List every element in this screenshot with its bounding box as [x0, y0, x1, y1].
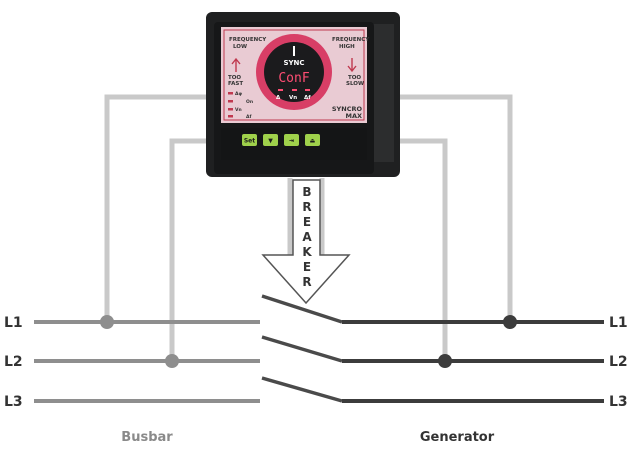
junction-dot	[503, 315, 517, 329]
enter-icon: ⏏	[310, 138, 316, 145]
line-labels-right: L1 L2 L3	[609, 315, 628, 410]
synchronizer-device: FREQUENCY LOW FREQUENCY HIGH TOO FAST TO…	[206, 12, 400, 177]
breaker-contact-l2	[261, 335, 343, 363]
connector-generator-l1	[395, 94, 513, 322]
screen-frame	[223, 29, 365, 121]
busbar-wires	[34, 320, 260, 403]
connector-wires	[104, 94, 513, 361]
indicator-led	[292, 89, 297, 91]
arrow-down-icon	[231, 57, 241, 72]
sync-dial	[264, 42, 324, 102]
frequency-low-label: FREQUENCY	[229, 37, 267, 43]
generator-wires	[342, 320, 604, 403]
indicator-led	[278, 89, 283, 91]
readout-vn: Vn	[289, 95, 297, 101]
breaker-label: B R E A K E R	[302, 185, 312, 289]
readout-delta: Δ	[276, 95, 281, 101]
line-label-right-l1: L1	[609, 315, 628, 331]
brand-model: MAX	[345, 112, 362, 120]
connector-busbar-l2	[169, 138, 210, 361]
frequency-low-sub: LOW	[233, 44, 247, 50]
small-label: Δf	[246, 114, 251, 120]
display-indicators	[278, 89, 310, 91]
down-button[interactable]	[263, 134, 278, 146]
sync-label: SYNC	[283, 59, 304, 67]
junction-dot	[100, 315, 114, 329]
status-led	[228, 92, 233, 95]
breaker-letter: A	[302, 230, 312, 244]
generator-label: Generator	[420, 430, 495, 445]
breaker-contact-l1	[261, 294, 343, 324]
junction-dot	[165, 354, 179, 368]
shift-button[interactable]	[284, 134, 299, 146]
status-led	[228, 115, 233, 118]
breaker-letter: E	[303, 260, 311, 274]
breaker-contact-l3	[261, 376, 343, 403]
line-label-left-l2: L2	[4, 354, 23, 370]
frequency-high-label: FREQUENCY	[332, 37, 370, 43]
connector-busbar-l1	[104, 94, 210, 322]
status-leds	[228, 92, 233, 118]
device-side	[372, 24, 394, 162]
set-button-label: Set	[244, 138, 255, 145]
too-fast-label: TOO	[228, 75, 241, 81]
line-label-right-l2: L2	[609, 354, 628, 370]
keypad-buttons: Set ▼ ⇥ ⏏	[242, 134, 320, 146]
too-fast-sub: FAST	[228, 81, 243, 87]
line-labels-left: L1 L2 L3	[4, 315, 23, 410]
too-slow-sub: SLOW	[346, 81, 364, 87]
enter-button[interactable]	[305, 134, 320, 146]
line-label-right-l3: L3	[609, 394, 628, 410]
status-led	[228, 100, 233, 103]
brand-name: SYNCRO	[332, 105, 363, 113]
junctions	[100, 315, 517, 368]
readout-delta-f: Δf	[304, 95, 311, 101]
small-label: Vn	[235, 107, 242, 113]
breaker-letter: R	[302, 200, 311, 214]
down-arrow-icon: ▼	[268, 138, 273, 145]
line-label-left-l1: L1	[4, 315, 23, 331]
breaker-letter: B	[302, 185, 311, 199]
shift-arrow-icon: ⇥	[289, 138, 294, 145]
indicator-led	[305, 89, 310, 91]
frequency-high-sub: HIGH	[339, 44, 355, 50]
breaker-letter: E	[303, 215, 311, 229]
set-button[interactable]	[242, 134, 257, 146]
line-label-left-l3: L3	[4, 394, 23, 410]
breaker-contacts	[261, 294, 343, 403]
seven-segment-display: ConF	[278, 71, 309, 86]
busbar-label: Busbar	[121, 430, 173, 445]
junction-dot	[438, 354, 452, 368]
breaker-arrow	[261, 179, 351, 305]
arrow-up-icon	[347, 58, 357, 73]
small-label: On	[246, 99, 253, 105]
connector-generator-l2	[395, 138, 448, 361]
small-label: Δφ	[235, 91, 242, 97]
too-slow-label: TOO	[348, 75, 361, 81]
status-led	[228, 108, 233, 111]
breaker-letter: K	[302, 245, 312, 259]
breaker-letter: R	[302, 275, 311, 289]
